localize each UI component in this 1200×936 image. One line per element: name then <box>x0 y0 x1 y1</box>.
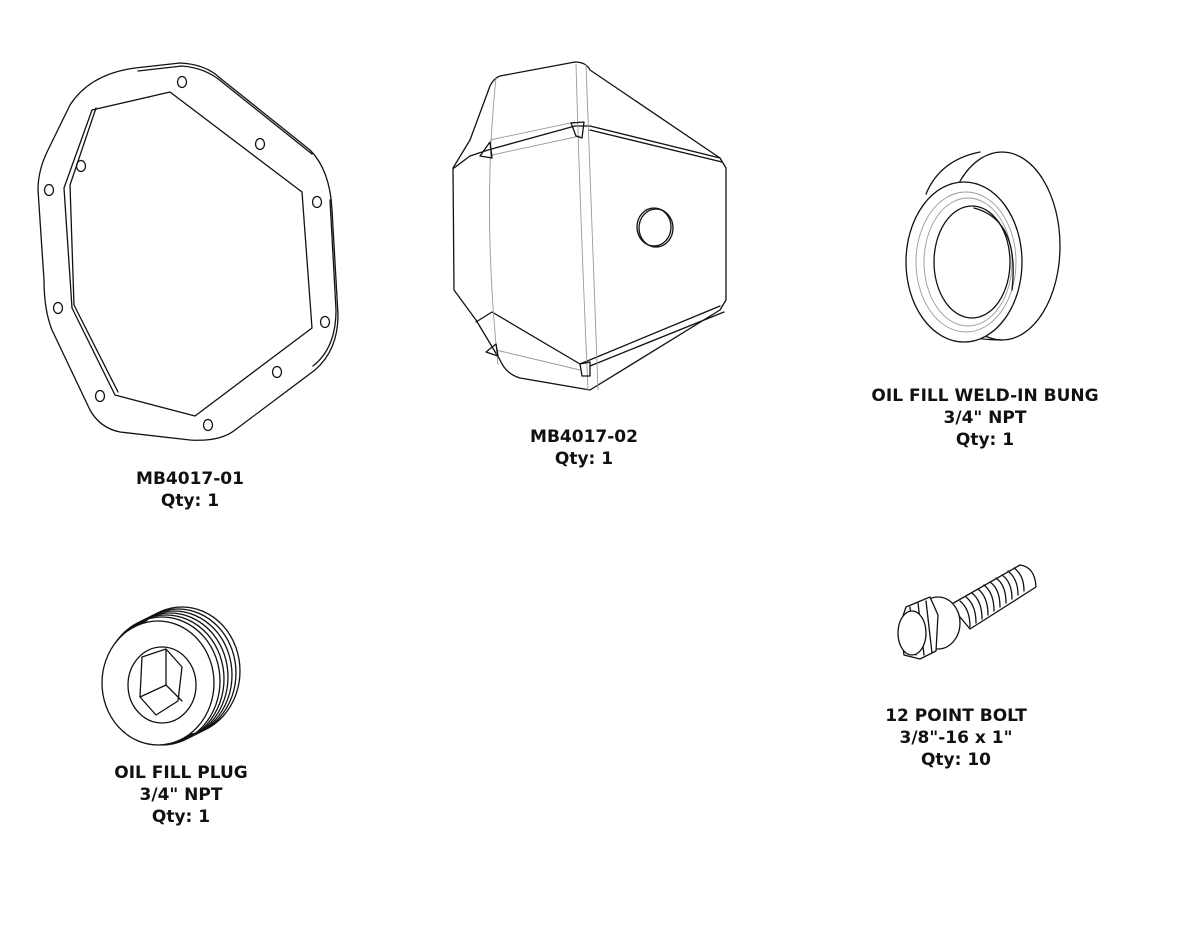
part-label-plug: OIL FILL PLUG 3/4" NPT Qty: 1 <box>114 762 248 828</box>
diff-armor-icon <box>452 61 727 391</box>
diff-armor-drawing <box>440 60 740 400</box>
part-name: OIL FILL WELD-IN BUNG <box>871 386 1099 406</box>
part-qty: Qty: 1 <box>955 430 1015 450</box>
diff-cover-icon <box>37 62 339 441</box>
bolt-icon <box>897 564 1037 660</box>
bung-icon <box>905 151 1061 343</box>
part-name: 12 POINT BOLT <box>885 706 1027 726</box>
twelve-point-bolt-drawing <box>890 555 1050 675</box>
part-size: 3/4" NPT <box>139 785 223 805</box>
diff-cover-drawing <box>30 60 350 460</box>
part-number: MB4017-01 <box>136 469 244 489</box>
part-qty: Qty: 1 <box>160 491 220 511</box>
part-qty: Qty: 1 <box>554 449 614 469</box>
part-name: OIL FILL PLUG <box>114 763 248 783</box>
plug-icon <box>101 606 241 746</box>
part-label-bolt: 12 POINT BOLT 3/8"-16 x 1" Qty: 10 <box>885 705 1027 771</box>
weld-in-bung-drawing <box>880 150 1080 350</box>
part-qty: Qty: 1 <box>151 807 211 827</box>
part-label-cover: MB4017-01 Qty: 1 <box>136 468 244 512</box>
part-label-bung: OIL FILL WELD-IN BUNG 3/4" NPT Qty: 1 <box>871 385 1098 451</box>
part-label-armor: MB4017-02 Qty: 1 <box>530 426 638 470</box>
oil-fill-plug-drawing <box>101 605 250 746</box>
part-qty: Qty: 10 <box>920 750 992 770</box>
part-number: MB4017-02 <box>530 427 638 447</box>
part-size: 3/8"-16 x 1" <box>899 728 1013 748</box>
part-size: 3/4" NPT <box>943 408 1027 428</box>
